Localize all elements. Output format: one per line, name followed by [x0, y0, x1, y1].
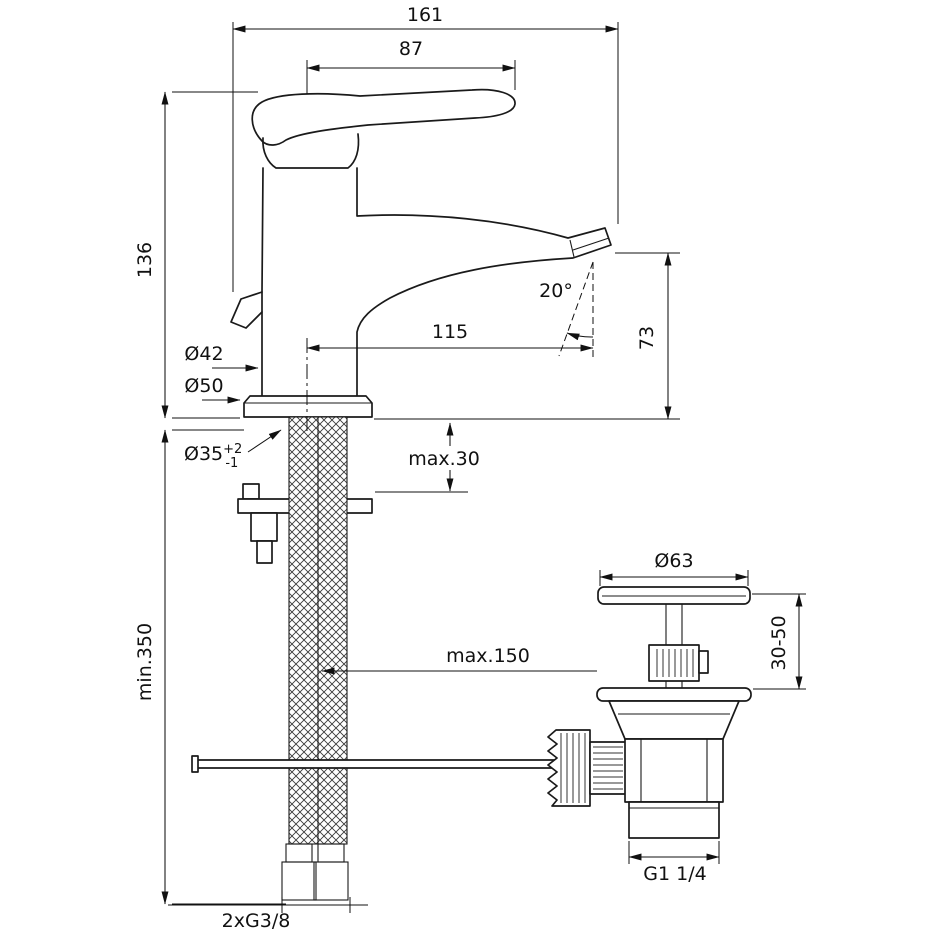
dim-spout-height-label: 73: [636, 326, 658, 350]
dim-waste-thread: G1 1/4: [628, 841, 720, 885]
dim-supply-thread: 2xG3/8: [168, 897, 368, 932]
waste-flange: [596, 687, 752, 702]
dim-handle-length: 87: [306, 38, 516, 94]
dim-supply-thread-label: 2xG3/8: [222, 910, 291, 932]
dim-waste-cap-diameter: Ø63: [599, 550, 749, 586]
dim-waste-adjust-range-label: 30-50: [768, 615, 790, 670]
pop-up-rod: [191, 755, 561, 773]
hose-fittings: [281, 843, 349, 901]
waste-stem-upper: [665, 604, 683, 646]
base-plate: [243, 395, 373, 418]
hose-nut-right: [313, 861, 349, 901]
dim-waste-adjust-range: 30-50: [752, 593, 806, 690]
faucet: [230, 88, 612, 418]
waste-cone: [608, 700, 740, 740]
dim-hole-diameter: Ø35+2-1: [184, 429, 282, 471]
mounting-nut-tab: [256, 540, 273, 564]
dim-base-diameter-label: Ø50: [184, 375, 223, 397]
dim-spout-angle: 20°: [539, 261, 594, 357]
rod-end-knob: [191, 755, 199, 773]
dim-base-diameter: Ø50: [184, 375, 241, 404]
dim-hole-diameter-label: Ø35+2-1: [184, 442, 242, 471]
dim-body-height-label: 136: [134, 242, 156, 278]
dim-body-height: 136: [134, 91, 258, 419]
dim-spout-reach-label: 115: [432, 321, 468, 343]
stem-clamp-screw: [698, 650, 709, 674]
dim-rod-reach: max.150: [321, 645, 597, 675]
dim-handle-length-label: 87: [399, 38, 423, 60]
dim-spout-angle-label: 20°: [539, 280, 573, 302]
waste-body: [624, 738, 724, 803]
dim-body-diameter: Ø42: [184, 343, 259, 372]
dim-hose-length-label: min.350: [134, 623, 156, 701]
dim-spout-height: 73: [374, 252, 680, 420]
waste-tailpipe: [628, 801, 720, 839]
body-left-edge: [261, 167, 264, 293]
dim-total-width-label: 161: [407, 4, 443, 26]
dim-rod-reach-label: max.150: [446, 645, 530, 667]
dim-hose-length: min.350: [134, 429, 286, 905]
mounting-stud-upper: [242, 483, 260, 500]
dim-spout-reach: 115: [306, 262, 594, 432]
dim-deck-thickness-label: max.30: [408, 448, 480, 470]
dim-total-width: 161: [232, 4, 619, 292]
dim-waste-thread-label: G1 1/4: [643, 863, 706, 885]
handle-lever: [251, 88, 516, 146]
supply-hoses: [288, 416, 348, 845]
spout-outline: [356, 167, 612, 397]
mounting-nut: [250, 512, 278, 542]
handle-dome: [262, 133, 360, 169]
aerator: [569, 237, 610, 258]
dim-waste-cap-diameter-label: Ø63: [654, 550, 693, 572]
hose-nut-left: [281, 861, 317, 901]
drain-assembly: [547, 586, 752, 839]
side-lever-tab: [230, 291, 263, 329]
dim-body-diameter-label: Ø42: [184, 343, 223, 365]
dim-deck-thickness: max.30: [375, 422, 480, 493]
